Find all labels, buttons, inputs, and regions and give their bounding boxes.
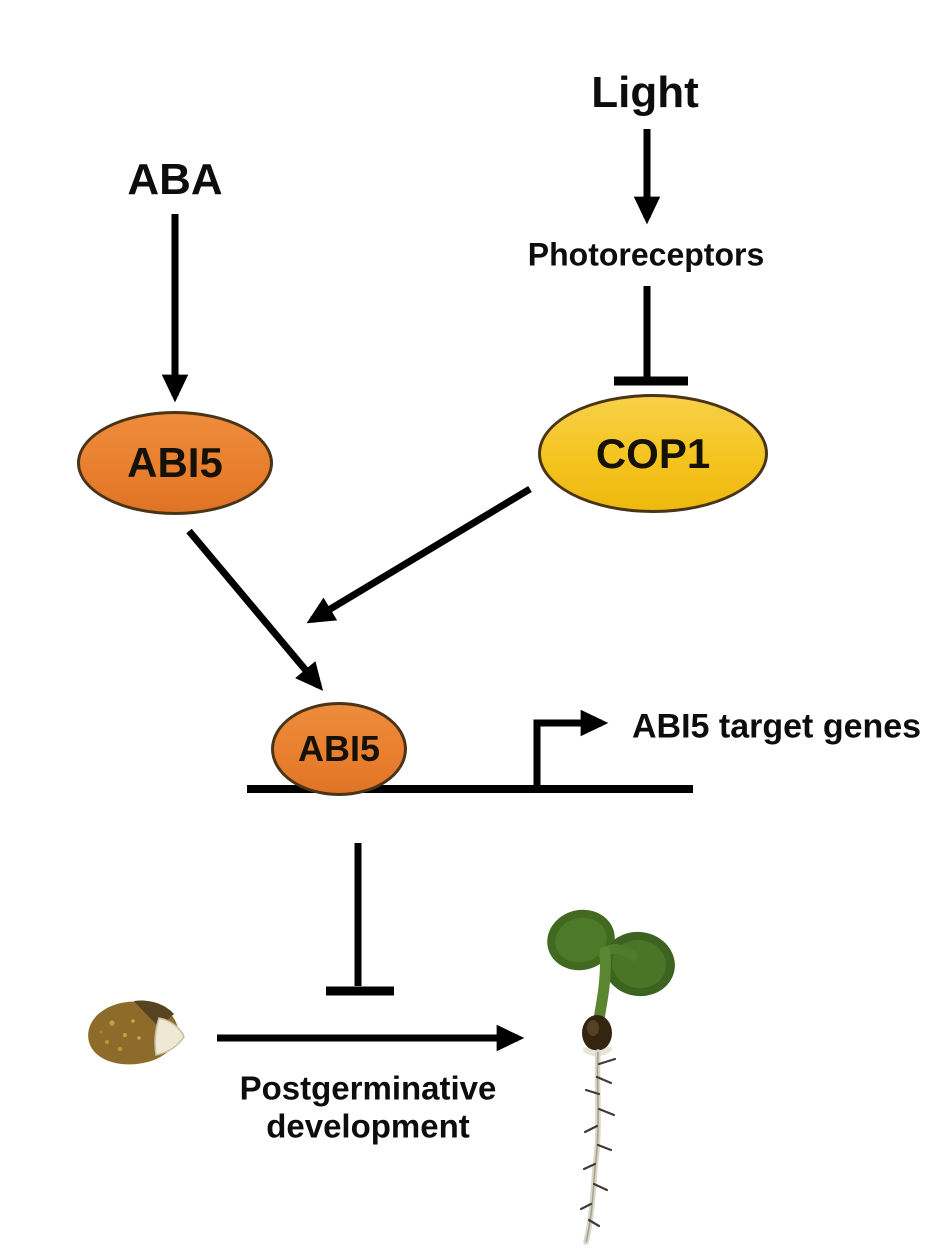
transcription-arrow bbox=[533, 709, 609, 791]
target-genes-label: ABI5 target genes bbox=[632, 707, 922, 746]
abi5-to-promoter-arrow bbox=[186, 528, 324, 691]
seed-image bbox=[88, 1000, 185, 1065]
cop1-node: COP1 bbox=[538, 394, 768, 513]
postgerminative-line2: development bbox=[266, 1108, 470, 1145]
postgerminative-label: Postgerminative development bbox=[240, 1070, 497, 1147]
abi5-upper-node: ABI5 bbox=[77, 411, 273, 515]
abi5-promoter-node: ABI5 bbox=[271, 702, 407, 796]
seedling-image bbox=[547, 909, 675, 1245]
abi5-upper-label: ABI5 bbox=[127, 439, 223, 486]
cop1-to-promoter-arrow bbox=[306, 485, 532, 624]
light-label: Light bbox=[591, 68, 699, 117]
cop1-label: COP1 bbox=[595, 429, 711, 477]
abi5-promoter-label: ABI5 bbox=[297, 728, 381, 769]
aba-label: ABA bbox=[127, 155, 223, 204]
postgerminative-line1: Postgerminative bbox=[239, 1069, 497, 1107]
photoreceptors-label: Photoreceptors bbox=[527, 236, 765, 273]
